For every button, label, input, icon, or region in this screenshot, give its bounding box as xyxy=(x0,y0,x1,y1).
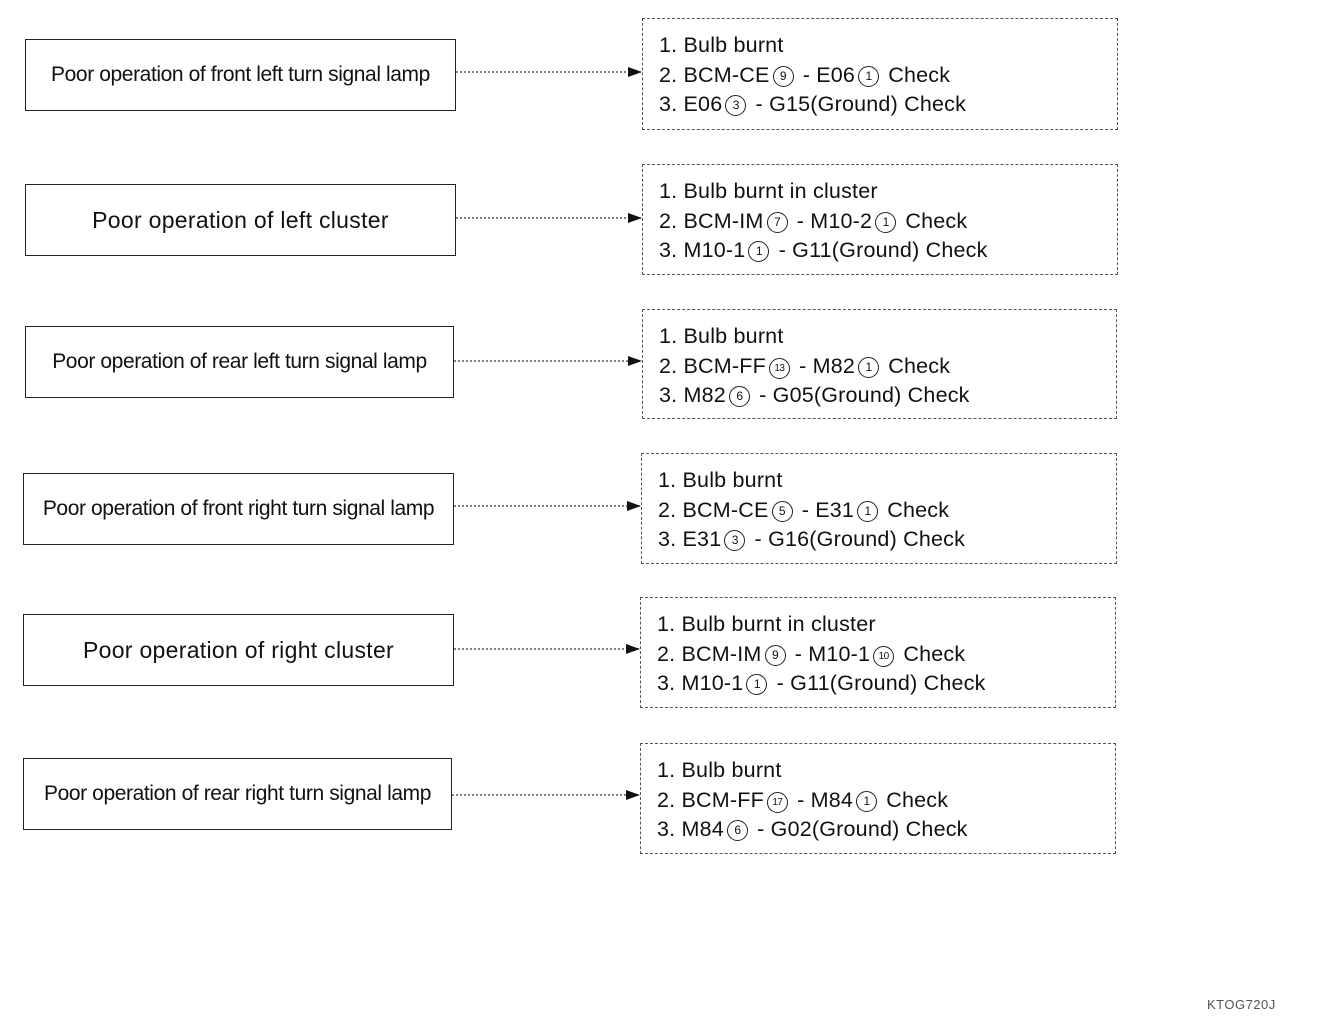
pin-circle: 17 xyxy=(766,791,788,813)
symptom-label: Poor operation of right cluster xyxy=(82,636,395,663)
symptom-box-right-cluster: Poor operation of right cluster xyxy=(23,614,454,686)
pin-circle: 1 xyxy=(746,674,768,695)
symptom-box-front-left-turn: Poor operation of front left turn signal… xyxy=(25,39,456,111)
check-line-1: 1. Bulb burnt in cluster xyxy=(657,612,876,636)
pin-circle: 1 xyxy=(858,65,880,87)
symptom-box-front-right-turn: Poor operation of front right turn signa… xyxy=(23,473,454,545)
pin-circle: 6 xyxy=(728,386,750,407)
pin-circle: 1 xyxy=(858,356,880,378)
symptom-box-rear-left-turn: Poor operation of rear left turn signal … xyxy=(25,326,454,398)
check-line-1: 1. Bulb burnt xyxy=(659,33,784,57)
pin-circle: 3 xyxy=(724,530,746,551)
symptom-box-left-cluster: Poor operation of left cluster xyxy=(25,184,456,256)
pin-circle: 5 xyxy=(771,500,793,522)
pin-circle: 1 xyxy=(875,211,897,233)
symptom-label: Poor operation of rear left turn signal … xyxy=(52,350,427,373)
symptom-box-rear-right-turn: Poor operation of rear right turn signal… xyxy=(23,758,452,830)
check-line-1: 1. Bulb burnt xyxy=(659,324,784,348)
check-line-1: 1. Bulb burnt xyxy=(658,468,783,492)
pin-circle: 6 xyxy=(726,820,748,841)
pin-circle: 7 xyxy=(766,211,788,233)
pin-circle: 1 xyxy=(857,500,879,522)
pin-circle: 3 xyxy=(725,95,747,116)
symptom-label: Poor operation of left cluster xyxy=(92,206,389,233)
check-line-1: 1. Bulb burnt xyxy=(657,758,782,782)
pin-circle: 9 xyxy=(772,65,794,87)
pin-circle: 9 xyxy=(764,644,786,666)
check-line-1: 1. Bulb burnt in cluster xyxy=(659,179,878,203)
pin-circle: 1 xyxy=(856,790,878,812)
symptom-label: Poor operation of front right turn signa… xyxy=(42,497,435,520)
symptom-label: Poor operation of rear right turn signal… xyxy=(43,782,432,805)
figure-code: KTOG720J xyxy=(1207,997,1276,1012)
pin-circle: 1 xyxy=(748,241,770,262)
symptom-label: Poor operation of front left turn signal… xyxy=(51,63,430,86)
pin-circle: 13 xyxy=(768,357,790,379)
pin-circle: 10 xyxy=(873,645,895,667)
